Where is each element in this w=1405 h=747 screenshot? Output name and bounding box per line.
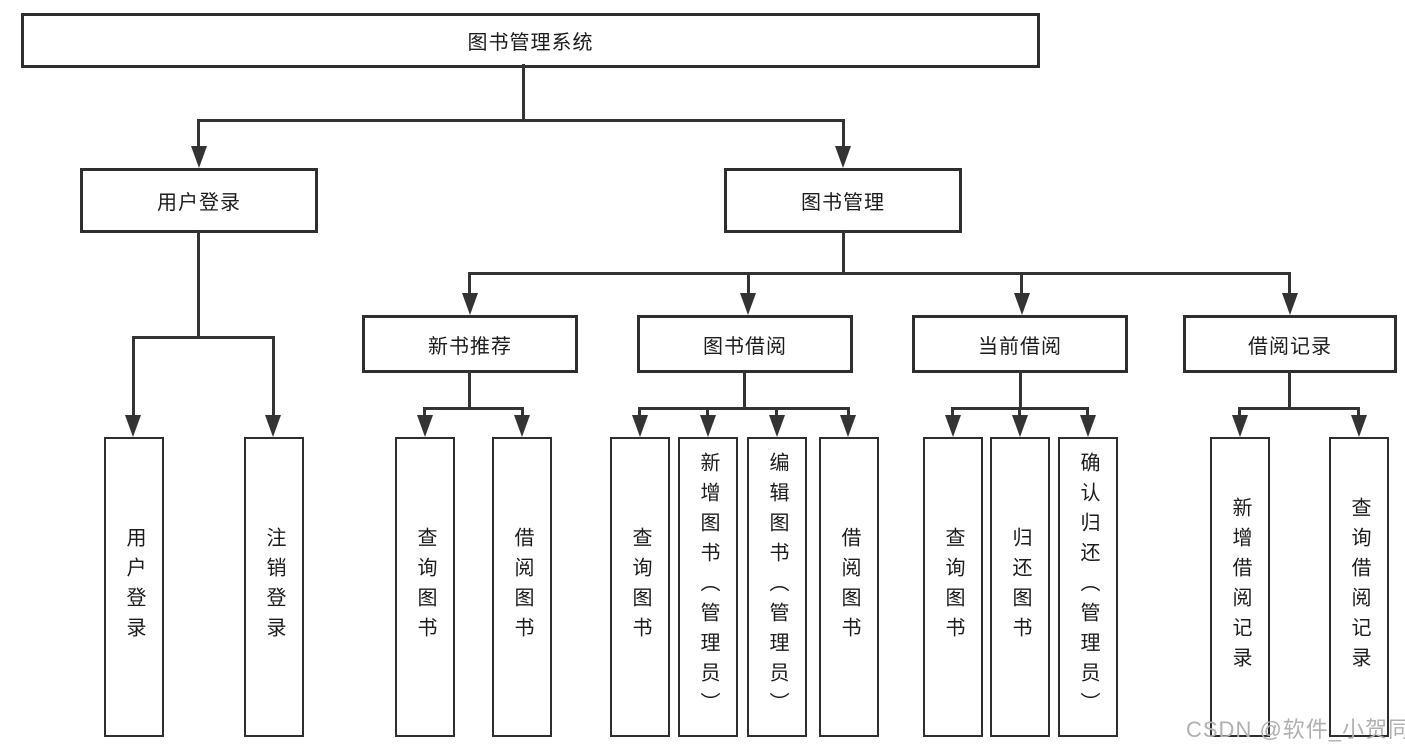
connector-line (132, 336, 135, 417)
leaf-query-borrow-record: 查询借阅记录 (1329, 437, 1389, 737)
connector-line (198, 119, 845, 122)
leaf-user-login: 用户登录 (104, 437, 164, 737)
connector-line (521, 407, 524, 419)
leaf-add-books-admin: 新增图书（管理员） (678, 437, 738, 737)
node-book-borrowing: 图书借阅 (637, 315, 853, 373)
leaf-confirm-return-admin: 确认归还（管理员） (1058, 437, 1118, 737)
connector-line (842, 119, 845, 149)
connector-line (423, 407, 524, 410)
node-new-book-recommend: 新书推荐 (362, 315, 578, 373)
node-current-borrowing: 当前借阅 (912, 315, 1128, 373)
leaf-borrow-books: 借阅图书 (492, 437, 552, 737)
connector-line (847, 407, 850, 419)
connector-line (1288, 272, 1291, 296)
connector-line (706, 407, 709, 419)
connector-line (1020, 272, 1023, 296)
arrowhead (265, 415, 281, 437)
csdn-watermark: CSDN @软件_小贺同学 (1186, 717, 1405, 742)
connector-line (1086, 407, 1089, 419)
arrowhead (1014, 293, 1030, 315)
connector-line (272, 336, 275, 417)
connector-line (747, 272, 750, 296)
leaf-return-books: 归还图书 (990, 437, 1050, 737)
node-library-system: 图书管理系统 (21, 13, 1040, 68)
arrowhead (1282, 293, 1298, 315)
connector-line (1018, 407, 1021, 419)
connector-line (1238, 407, 1241, 419)
connector-line (1357, 407, 1360, 419)
arrowhead (514, 415, 530, 437)
node-borrowing-records: 借阅记录 (1183, 315, 1397, 373)
connector-line (423, 407, 426, 419)
connector-line (638, 407, 641, 419)
connector-line (522, 64, 525, 122)
leaf-borrow-books: 借阅图书 (819, 437, 879, 737)
connector-line (468, 272, 1291, 275)
arrowhead (835, 146, 851, 168)
arrowhead (462, 293, 478, 315)
connector-line (743, 371, 746, 410)
leaf-logout: 注销登录 (244, 437, 304, 737)
arrowhead (417, 415, 433, 437)
node-user-login: 用户登录 (80, 168, 318, 233)
leaf-edit-books-admin: 编辑图书（管理员） (747, 437, 807, 737)
connector-line (197, 231, 200, 339)
arrowhead (191, 146, 207, 168)
connector-line (468, 371, 471, 410)
arrowhead (740, 293, 756, 315)
leaf-query-books: 查询图书 (395, 437, 455, 737)
leaf-add-borrow-record: 新增借阅记录 (1210, 437, 1270, 737)
arrowhead (125, 415, 141, 437)
arrowhead (1080, 415, 1096, 437)
connector-line (132, 336, 275, 339)
arrowhead (1012, 415, 1028, 437)
leaf-query-books: 查询图书 (923, 437, 983, 737)
connector-line (638, 407, 850, 410)
connector-line (775, 407, 778, 419)
arrowhead (945, 415, 961, 437)
arrowhead (632, 415, 648, 437)
connector-line (1288, 371, 1291, 410)
connector-line (468, 272, 471, 296)
connector-line (951, 407, 954, 419)
arrowhead (1232, 415, 1248, 437)
connector-line (197, 119, 200, 149)
arrowhead (769, 415, 785, 437)
connector-line (842, 231, 845, 275)
arrowhead (700, 415, 716, 437)
arrowhead (1351, 415, 1367, 437)
connector-line (1238, 407, 1360, 410)
leaf-query-books: 查询图书 (610, 437, 670, 737)
connector-line (1019, 371, 1022, 410)
node-book-management: 图书管理 (724, 168, 962, 233)
arrowhead (840, 415, 856, 437)
